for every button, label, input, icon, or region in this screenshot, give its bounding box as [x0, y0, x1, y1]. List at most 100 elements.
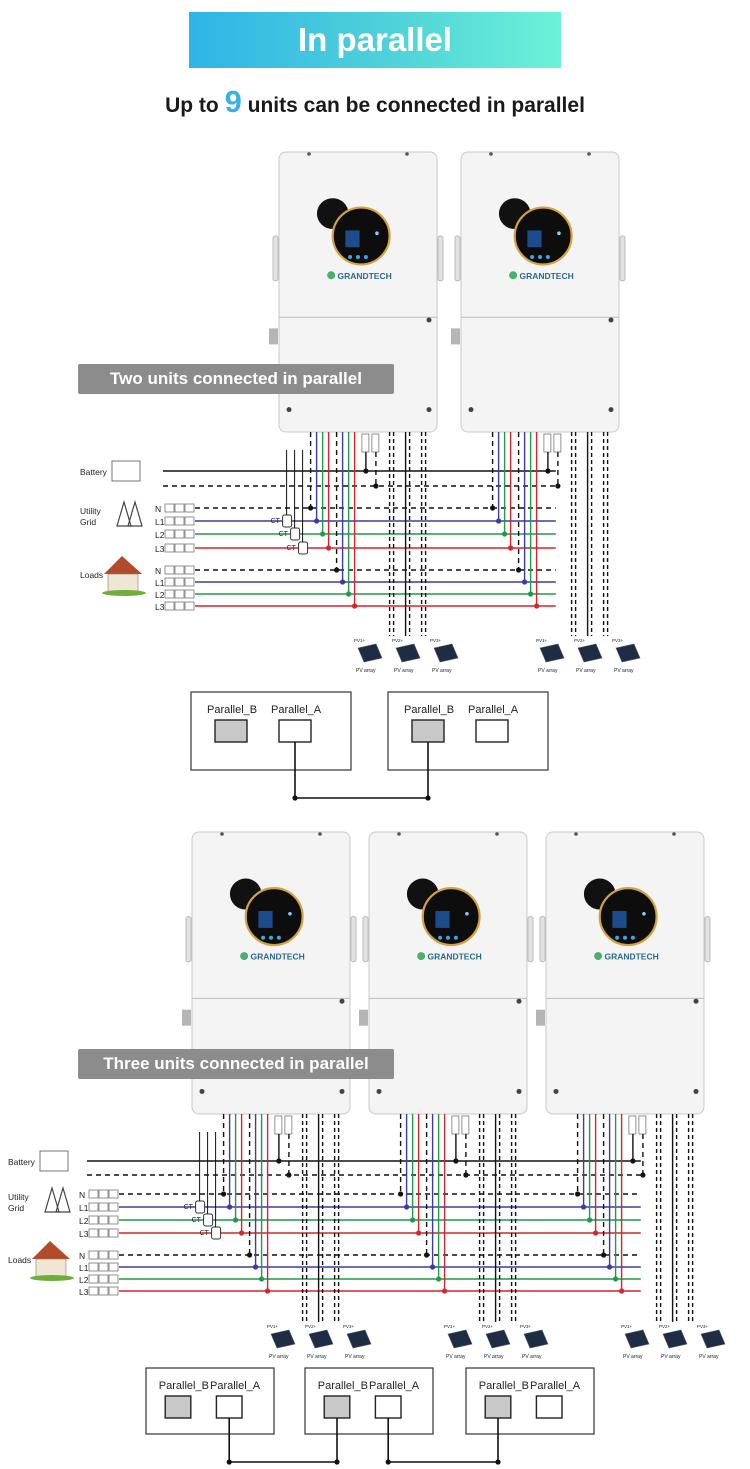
solar-panel-icon [523, 1329, 549, 1349]
pv-array: PV array [661, 1329, 688, 1360]
side-handle [539, 916, 546, 963]
ct-sensor-icon [195, 1200, 206, 1214]
inverter-unit: GRANDTECH [269, 151, 444, 433]
junction-dot [581, 1204, 587, 1210]
parallel-port-panel [145, 1367, 275, 1435]
junction-dot [453, 1158, 459, 1164]
ct-label: CT [287, 545, 297, 552]
terminal-block [184, 529, 195, 539]
pv-array: PV array [484, 1329, 511, 1360]
pv-array: PV array [699, 1329, 726, 1360]
terminal-block [164, 565, 175, 575]
status-led [348, 255, 353, 259]
ct-sensor-icon [282, 514, 293, 528]
subtitle-before: Up to [165, 94, 219, 117]
pv-array-label: PV array [446, 1354, 466, 1360]
junction-dot [496, 518, 502, 524]
pv-port-label: PV2+ [482, 1324, 494, 1329]
terminal-block [184, 543, 195, 553]
terminal-block [184, 516, 195, 526]
battery-label: Battery [80, 467, 108, 477]
inverter-unit: GRANDTECH [536, 831, 711, 1115]
phase-label-l2: L2 [79, 1275, 89, 1285]
junction-dot [308, 505, 314, 511]
rj45-port-a [278, 719, 312, 743]
parallel-a-label: Parallel_A [271, 704, 322, 716]
junction-dot [340, 579, 346, 585]
inverter-brand: GRANDTECH [604, 952, 658, 962]
junction-dot [352, 603, 358, 609]
terminal-block [108, 1250, 119, 1260]
three-units-caption: Three units connected in parallel [78, 1049, 394, 1079]
pv-port-label: PV3+ [520, 1324, 532, 1329]
terminal-block [174, 529, 185, 539]
junction-dot [522, 579, 528, 585]
screw [693, 1088, 699, 1094]
screw [672, 832, 676, 836]
fuse-icon [638, 1115, 647, 1135]
terminal-block [98, 1274, 109, 1284]
terminal-block [164, 516, 175, 526]
junction-dot [601, 1252, 607, 1258]
pv-port-label: PV1+ [621, 1324, 633, 1329]
side-handle [454, 235, 461, 282]
solar-panel-icon [539, 643, 565, 663]
phase-label-l1: L1 [155, 578, 165, 588]
junction-dot [320, 531, 326, 537]
grass-icon [30, 1275, 74, 1281]
screw [426, 317, 432, 323]
junction-dot [555, 483, 561, 489]
junction-dot [265, 1288, 271, 1294]
terminal-block [174, 503, 185, 513]
junction-dot [425, 795, 431, 801]
leaf-icon [327, 271, 336, 280]
terminal-block [108, 1262, 119, 1272]
junction-dot [630, 1158, 636, 1164]
screw [397, 832, 401, 836]
junction-dot [463, 1172, 469, 1178]
junction-dot [416, 1230, 422, 1236]
screw [286, 407, 292, 413]
leaf-icon [594, 952, 603, 961]
junction-dot [292, 795, 298, 801]
page-subtitle: Up to 9 units can be connected in parall… [0, 84, 750, 120]
junction-dot [508, 545, 514, 551]
phase-label-l2: L2 [155, 530, 165, 540]
solar-panel-icon [615, 643, 641, 663]
screw [405, 152, 409, 156]
status-led [288, 911, 292, 916]
inverter-unit: GRANDTECH [182, 831, 357, 1115]
ct-sensor-icon [211, 1226, 222, 1240]
subtitle-after: units can be connected in parallel [247, 94, 585, 117]
parallel-b-label: Parallel_B [318, 1380, 368, 1392]
pv-array-label: PV array [356, 668, 376, 674]
screw [468, 407, 474, 413]
grass-icon [102, 590, 146, 596]
phase-label-n: N [79, 1251, 85, 1261]
status-led [465, 911, 469, 916]
side-handle [272, 235, 279, 282]
pv-array: PV array [623, 1329, 650, 1360]
phase-label-l3: L3 [155, 602, 165, 612]
screw [693, 998, 699, 1004]
display-bezel [513, 206, 573, 266]
status-led [261, 935, 266, 940]
screw [376, 1088, 382, 1094]
mount-bracket [451, 328, 460, 345]
junction-dot [495, 1459, 501, 1465]
junction-dot [259, 1276, 265, 1282]
side-handle [619, 235, 626, 282]
phase-label-l1: L1 [79, 1263, 89, 1273]
inverter-brand: GRANDTECH [250, 952, 304, 962]
screw [553, 1088, 559, 1094]
inverter-brand: GRANDTECH [427, 952, 481, 962]
junction-dot [613, 1276, 619, 1282]
junction-dot [528, 591, 534, 597]
terminal-block [184, 601, 195, 611]
status-led [276, 935, 281, 940]
solar-panel-icon [357, 643, 383, 663]
parallel-a-label: Parallel_A [210, 1380, 261, 1392]
lcd-screen [435, 910, 450, 928]
pv-port-label: PV3+ [697, 1324, 709, 1329]
solar-panel-icon [624, 1329, 650, 1349]
